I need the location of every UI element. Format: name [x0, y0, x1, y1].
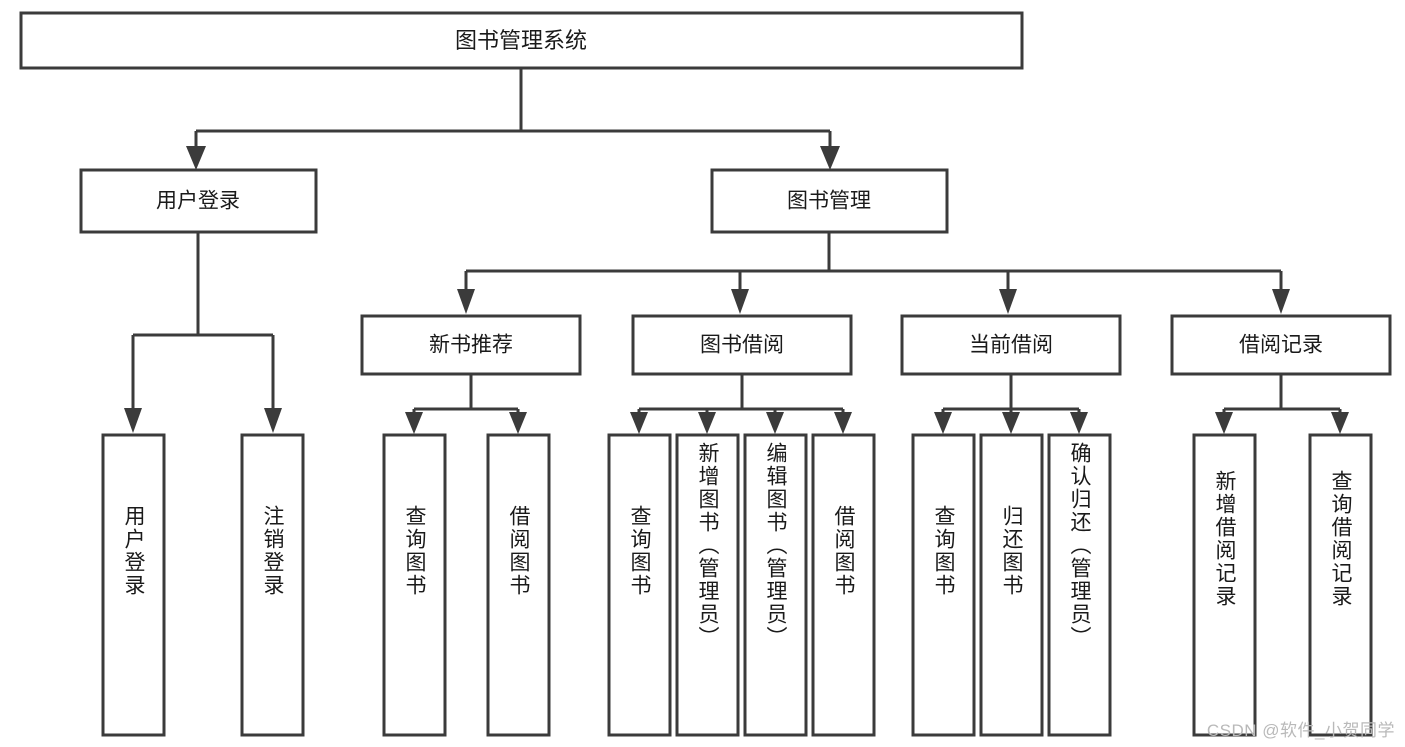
leaf-box-bb-add-book[interactable] — [675, 433, 740, 737]
node-root[interactable]: 图书管理系统 — [19, 11, 1024, 70]
leaf-box-logout[interactable] — [240, 433, 305, 737]
borrow-record-box[interactable] — [1170, 314, 1392, 376]
arrow-head-leaf-logout — [264, 408, 282, 433]
arrow-head-cb-leaf2 — [1002, 412, 1020, 434]
book-management-label: 图书管理 — [787, 190, 871, 213]
arrow-head-cb-leaf1 — [934, 412, 952, 434]
leaf-box-nb-borrow-book[interactable] — [486, 433, 551, 737]
arrow-head-cb-leaf3 — [1070, 412, 1088, 434]
arrow-head-br-leaf2 — [1331, 412, 1349, 434]
node-book-borrow[interactable]: 图书借阅 — [631, 314, 853, 376]
node-new-book-recommend[interactable]: 新书推荐 — [360, 314, 582, 376]
arrow-head-book-mgmt — [820, 146, 840, 170]
arrow-head-current-borrow — [999, 289, 1017, 314]
leaf-box-nb-query-book[interactable] — [382, 433, 447, 737]
leaf-box-cb-return-book[interactable] — [979, 433, 1044, 737]
book-borrow-label: 图书借阅 — [700, 334, 784, 357]
leaf-box-user-login[interactable] — [101, 433, 166, 737]
arrow-head-nb-leaf2 — [509, 412, 527, 434]
current-borrow-label: 当前借阅 — [969, 334, 1053, 357]
leaf-box-bb-query-book[interactable] — [607, 433, 672, 737]
book-borrow-box[interactable] — [631, 314, 853, 376]
root-box[interactable] — [19, 11, 1024, 70]
arrow-head-leaf-user-login — [124, 408, 142, 433]
node-user-login[interactable]: 用户登录 — [79, 168, 318, 234]
arrow-head-borrow-record — [1272, 289, 1290, 314]
arrow-head-bb-leaf4 — [834, 412, 852, 434]
arrow-head-new-book — [457, 289, 475, 314]
book-management-box[interactable] — [710, 168, 949, 234]
root-label: 图书管理系统 — [455, 28, 587, 53]
leaf-box-cb-query-book[interactable] — [911, 433, 976, 737]
leaf-box-bb-borrow-book[interactable] — [811, 433, 876, 737]
node-borrow-record[interactable]: 借阅记录 — [1170, 314, 1392, 376]
arrow-head-bb-leaf2 — [698, 412, 716, 434]
arrow-head-user-login — [186, 146, 206, 170]
arrow-head-bb-leaf1 — [630, 412, 648, 434]
csdn-watermark: CSDN @软件_小贺同学 — [1206, 721, 1395, 740]
arrow-head-br-leaf1 — [1215, 412, 1233, 434]
arrow-head-bb-leaf3 — [766, 412, 784, 434]
new-book-recommend-label: 新书推荐 — [429, 334, 513, 357]
leaf-box-cb-confirm-return[interactable] — [1047, 433, 1112, 737]
current-borrow-box[interactable] — [900, 314, 1122, 376]
arrow-head-nb-leaf1 — [405, 412, 423, 434]
arrow-head-book-borrow — [731, 289, 749, 314]
new-book-recommend-box[interactable] — [360, 314, 582, 376]
node-current-borrow[interactable]: 当前借阅 — [900, 314, 1122, 376]
leaf-box-br-query-record[interactable] — [1308, 433, 1373, 737]
borrow-record-label: 借阅记录 — [1239, 334, 1323, 357]
leaf-box-bb-edit-book[interactable] — [743, 433, 808, 737]
node-book-management[interactable]: 图书管理 — [710, 168, 949, 234]
user-login-label: 用户登录 — [156, 190, 240, 213]
leaf-box-br-add-record[interactable] — [1192, 433, 1257, 737]
